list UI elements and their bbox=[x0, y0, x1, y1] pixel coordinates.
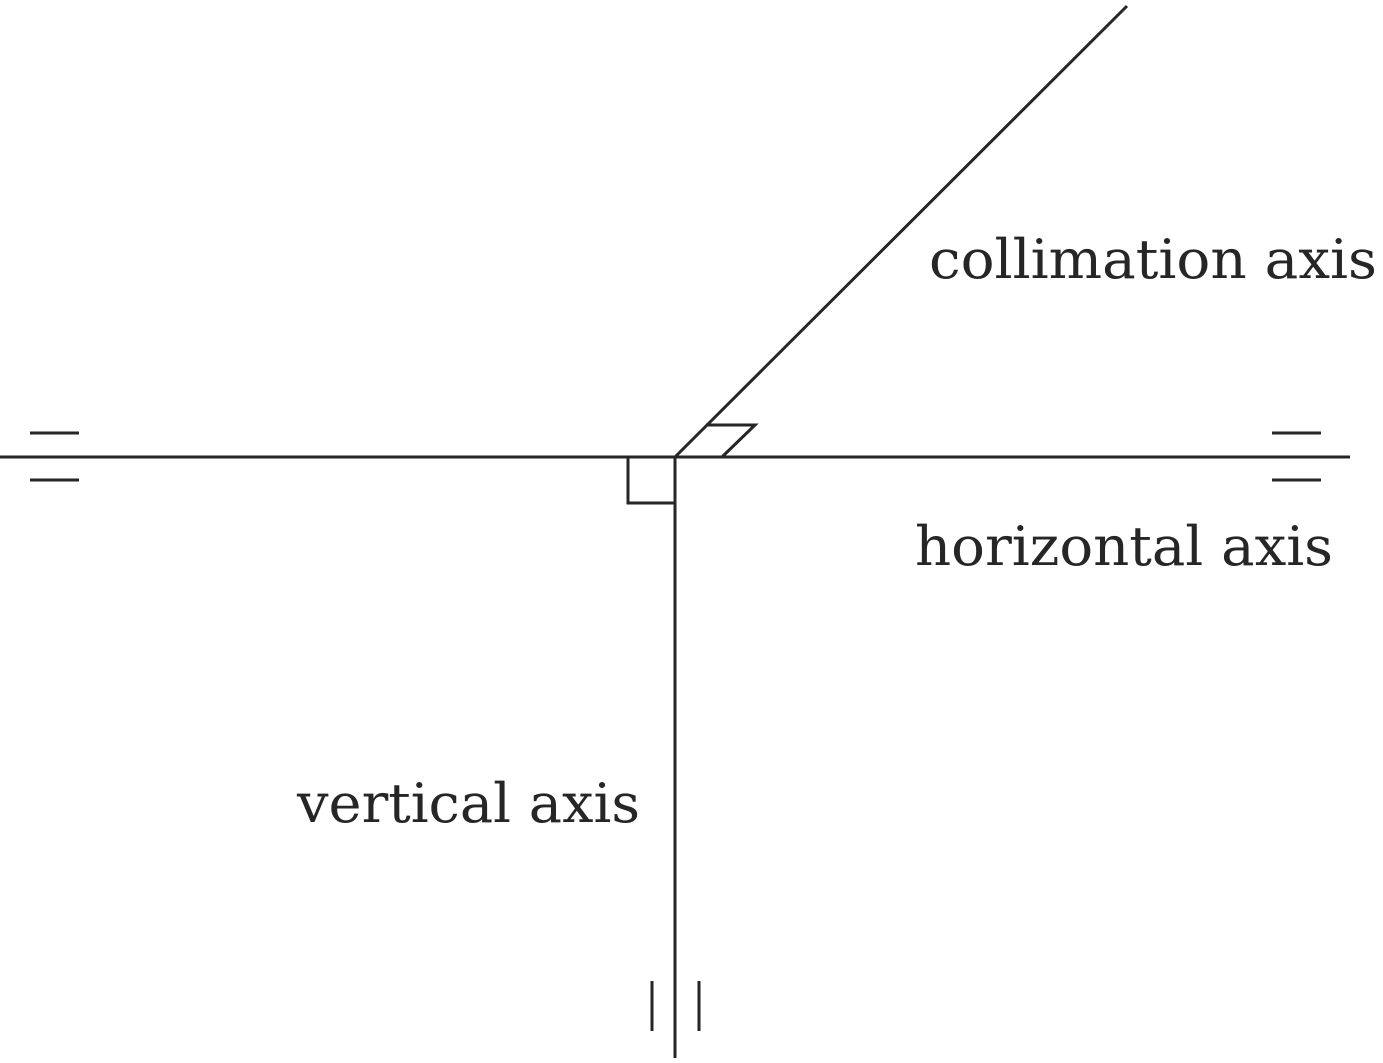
right-angle-mark-collimation-horizontal bbox=[706, 423, 759, 459]
parallel-mark-horizontal-right bbox=[1272, 431, 1321, 482]
collimation-axis-label: collimation axis bbox=[929, 228, 1377, 291]
vertical-axis-label: vertical axis bbox=[296, 772, 640, 835]
parallel-mark-vertical-bottom bbox=[650, 981, 701, 1031]
collimation-axis-line bbox=[673, 4, 1129, 459]
horizontal-axis-label: horizontal axis bbox=[915, 515, 1333, 578]
parallel-mark-horizontal-left bbox=[30, 431, 79, 482]
right-angle-mark-vertical-horizontal bbox=[626, 457, 675, 505]
